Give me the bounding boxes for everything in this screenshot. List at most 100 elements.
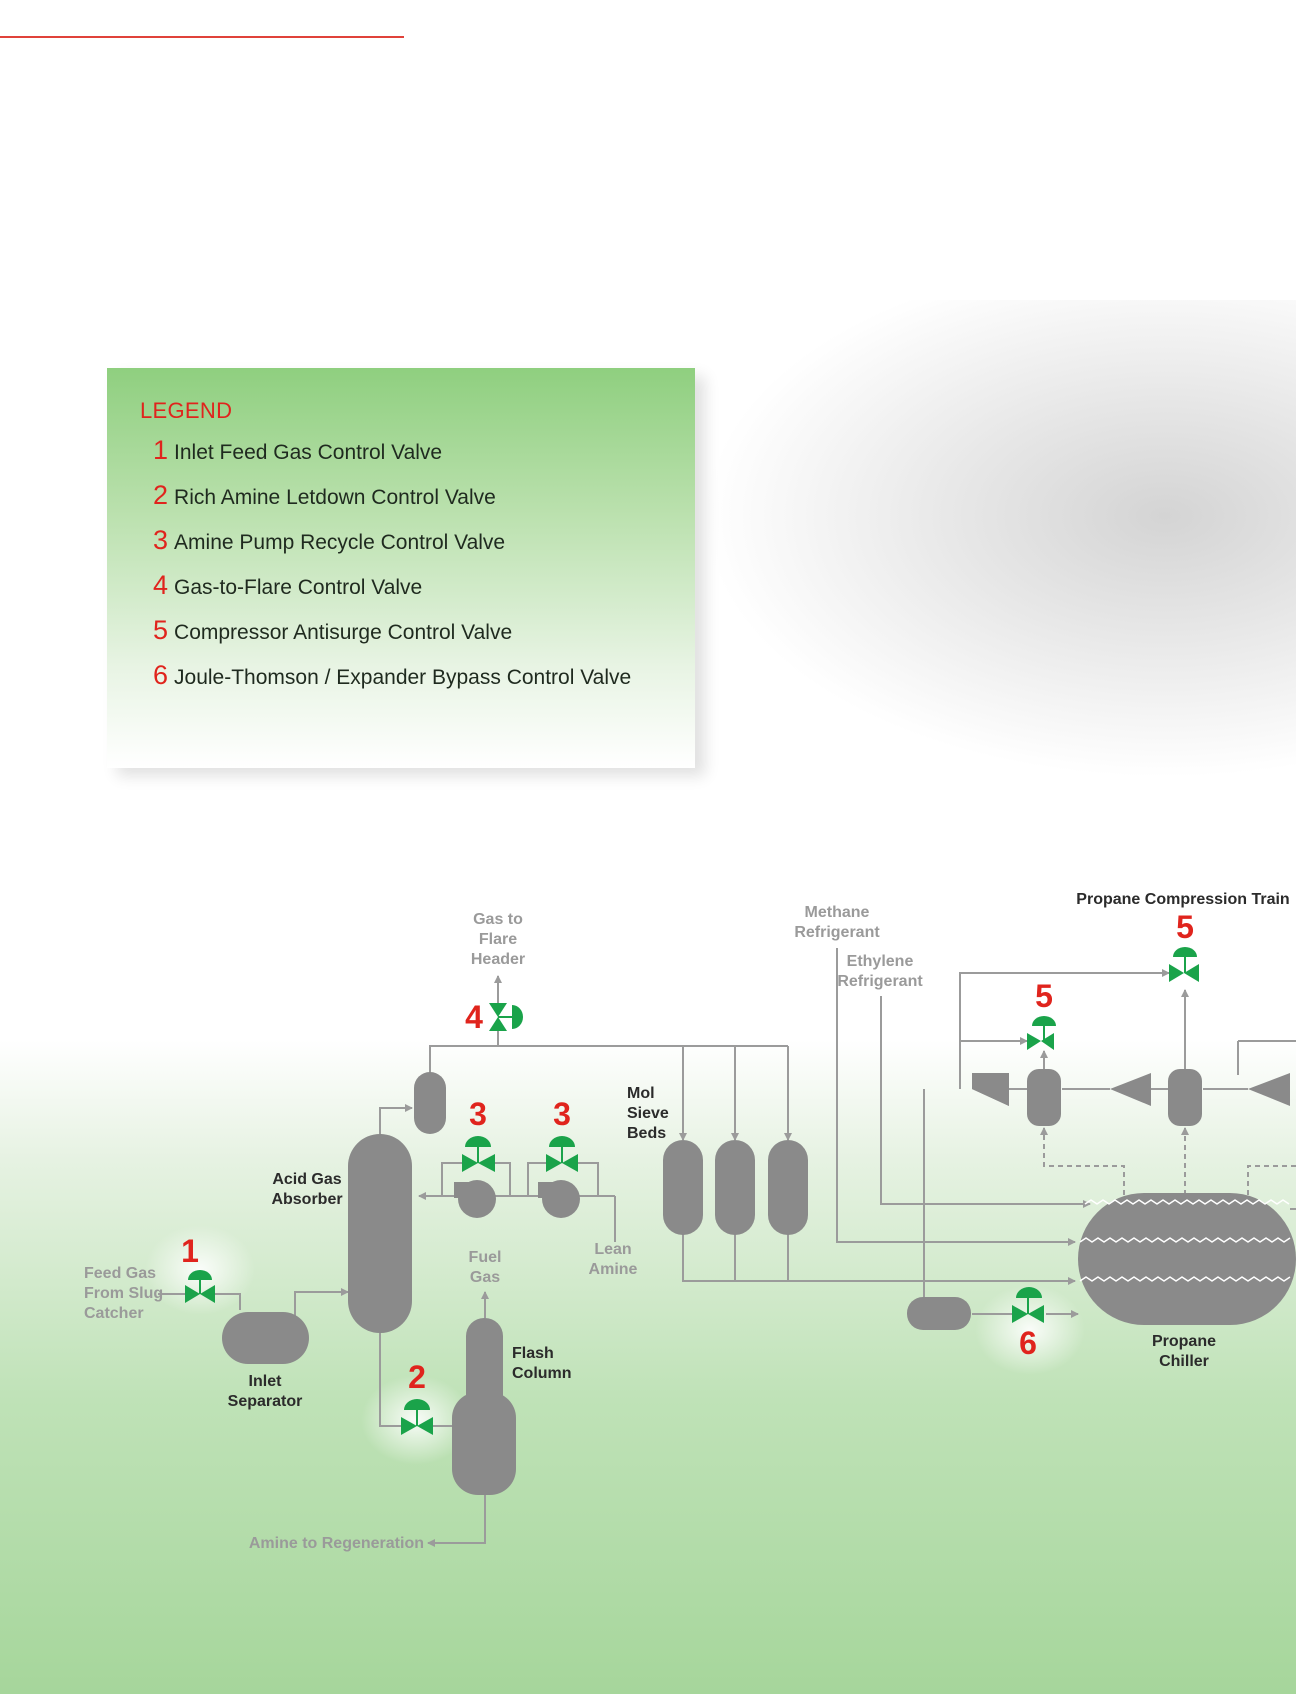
svg-text:Feed Gas: Feed Gas bbox=[84, 1265, 156, 1282]
legend-item-number: 1 bbox=[153, 435, 169, 465]
svg-text:Mol: Mol bbox=[627, 1085, 655, 1102]
label-fuel-gas: Fuel Gas bbox=[469, 1249, 502, 1286]
label-feed-gas: Feed Gas From Slug Catcher bbox=[84, 1265, 163, 1322]
suction-drum bbox=[1168, 1069, 1202, 1126]
label-acid-gas-absorber: Acid Gas Absorber bbox=[271, 1171, 342, 1208]
piping bbox=[158, 948, 1296, 1547]
label-propane-compression-train: Propane Compression Train bbox=[1076, 891, 1289, 908]
svg-text:Refrigerant: Refrigerant bbox=[837, 973, 923, 990]
svg-text:Chiller: Chiller bbox=[1159, 1353, 1209, 1370]
knockout-drum bbox=[414, 1072, 446, 1134]
inlet-separator bbox=[222, 1312, 309, 1364]
chiller-coils bbox=[1079, 1199, 1291, 1282]
svg-text:Separator: Separator bbox=[228, 1393, 303, 1410]
valve-number-4: 4 bbox=[465, 999, 483, 1035]
legend-item-number: 2 bbox=[153, 480, 169, 510]
control-valve-3[interactable] bbox=[546, 1136, 578, 1172]
legend-item-number: 5 bbox=[153, 615, 169, 645]
compressor bbox=[972, 1073, 1009, 1106]
label-flash-column: Flash Column bbox=[512, 1345, 572, 1382]
svg-text:Acid Gas: Acid Gas bbox=[272, 1171, 341, 1188]
svg-text:From Slug: From Slug bbox=[84, 1285, 163, 1302]
legend-item-label: Compressor Antisurge Control Valve bbox=[174, 621, 513, 644]
legend-item-label: Amine Pump Recycle Control Valve bbox=[174, 531, 506, 554]
legend-item-number: 4 bbox=[153, 570, 169, 600]
valve-number-3: 3 bbox=[469, 1096, 487, 1132]
svg-text:Lean: Lean bbox=[594, 1241, 631, 1258]
propane-chiller bbox=[1078, 1193, 1296, 1325]
suction-drum bbox=[1027, 1069, 1061, 1126]
svg-text:Flash: Flash bbox=[512, 1345, 554, 1362]
mol-sieve-bed bbox=[663, 1140, 703, 1235]
svg-text:Beds: Beds bbox=[627, 1125, 666, 1142]
label-gas-to-flare: Gas to Flare Header bbox=[471, 911, 525, 968]
svg-text:Flare: Flare bbox=[479, 931, 517, 948]
amine-pump bbox=[454, 1180, 496, 1218]
svg-text:Header: Header bbox=[471, 951, 525, 968]
control-valve-3[interactable] bbox=[462, 1136, 495, 1172]
label-amine-to-regeneration: Amine to Regeneration bbox=[249, 1535, 424, 1552]
valves bbox=[185, 947, 1199, 1435]
svg-text:Methane: Methane bbox=[805, 904, 870, 921]
mol-sieve-bed bbox=[715, 1140, 755, 1235]
svg-text:Gas to: Gas to bbox=[473, 911, 523, 928]
svg-text:Catcher: Catcher bbox=[84, 1305, 144, 1322]
label-propane-chiller: Propane Chiller bbox=[1152, 1333, 1216, 1370]
valve-number-3: 3 bbox=[553, 1096, 571, 1132]
svg-text:Sieve: Sieve bbox=[627, 1105, 669, 1122]
legend-title: LEGEND bbox=[140, 398, 233, 423]
compressor bbox=[1110, 1073, 1151, 1106]
control-valve-5[interactable] bbox=[1169, 947, 1199, 982]
valve-glow bbox=[975, 1285, 1085, 1375]
label-methane-refrigerant: Methane Refrigerant bbox=[794, 904, 880, 941]
control-valve-5[interactable] bbox=[1027, 1016, 1056, 1050]
control-valve-6[interactable] bbox=[1012, 1287, 1044, 1323]
svg-text:Inlet: Inlet bbox=[249, 1373, 283, 1390]
label-ethylene-refrigerant: Ethylene Refrigerant bbox=[837, 953, 923, 990]
expander-drum bbox=[907, 1297, 971, 1330]
compressor bbox=[1248, 1073, 1290, 1106]
legend-item-label: Rich Amine Letdown Control Valve bbox=[174, 486, 496, 509]
valve-number-6: 6 bbox=[1019, 1325, 1037, 1361]
legend-item-label: Joule-Thomson / Expander Bypass Control … bbox=[174, 666, 632, 689]
legend-item-label: Inlet Feed Gas Control Valve bbox=[174, 441, 443, 464]
valve-number-2: 2 bbox=[408, 1359, 426, 1395]
label-inlet-separator: Inlet Separator bbox=[228, 1373, 303, 1410]
header-rule bbox=[0, 36, 404, 38]
acid-gas-absorber bbox=[348, 1134, 412, 1333]
svg-text:Ethylene: Ethylene bbox=[847, 953, 914, 970]
valve-number-5: 5 bbox=[1035, 978, 1053, 1014]
label-mol-sieve-beds: Mol Sieve Beds bbox=[627, 1085, 669, 1142]
label-lean-amine: Lean Amine bbox=[589, 1241, 638, 1278]
valve-number-1: 1 bbox=[181, 1233, 199, 1269]
control-valve-1[interactable] bbox=[185, 1270, 215, 1303]
control-valve-2[interactable] bbox=[401, 1399, 433, 1435]
control-valve-4[interactable] bbox=[489, 1003, 523, 1031]
mol-sieve-bed bbox=[768, 1140, 808, 1235]
valve-number-5: 5 bbox=[1176, 909, 1194, 945]
svg-text:Amine: Amine bbox=[589, 1261, 638, 1278]
legend-item-label: Gas-to-Flare Control Valve bbox=[174, 576, 423, 599]
svg-text:Refrigerant: Refrigerant bbox=[794, 924, 880, 941]
svg-text:Fuel: Fuel bbox=[469, 1249, 502, 1266]
ship-background-image bbox=[700, 300, 1296, 780]
equipment bbox=[222, 1069, 1296, 1495]
svg-text:Gas: Gas bbox=[470, 1269, 500, 1286]
svg-text:Propane: Propane bbox=[1152, 1333, 1216, 1350]
dashed-piping bbox=[1040, 1127, 1296, 1195]
flash-column-bottom bbox=[452, 1392, 516, 1495]
svg-text:Column: Column bbox=[512, 1365, 572, 1382]
process-flow-diagram: 1 2 3 3 4 5 5 6 Feed Gas From Slug Catch… bbox=[84, 891, 1296, 1552]
legend-item-number: 3 bbox=[153, 525, 169, 555]
legend-item-number: 6 bbox=[153, 660, 169, 690]
amine-pump bbox=[538, 1180, 580, 1218]
svg-text:Absorber: Absorber bbox=[271, 1191, 342, 1208]
